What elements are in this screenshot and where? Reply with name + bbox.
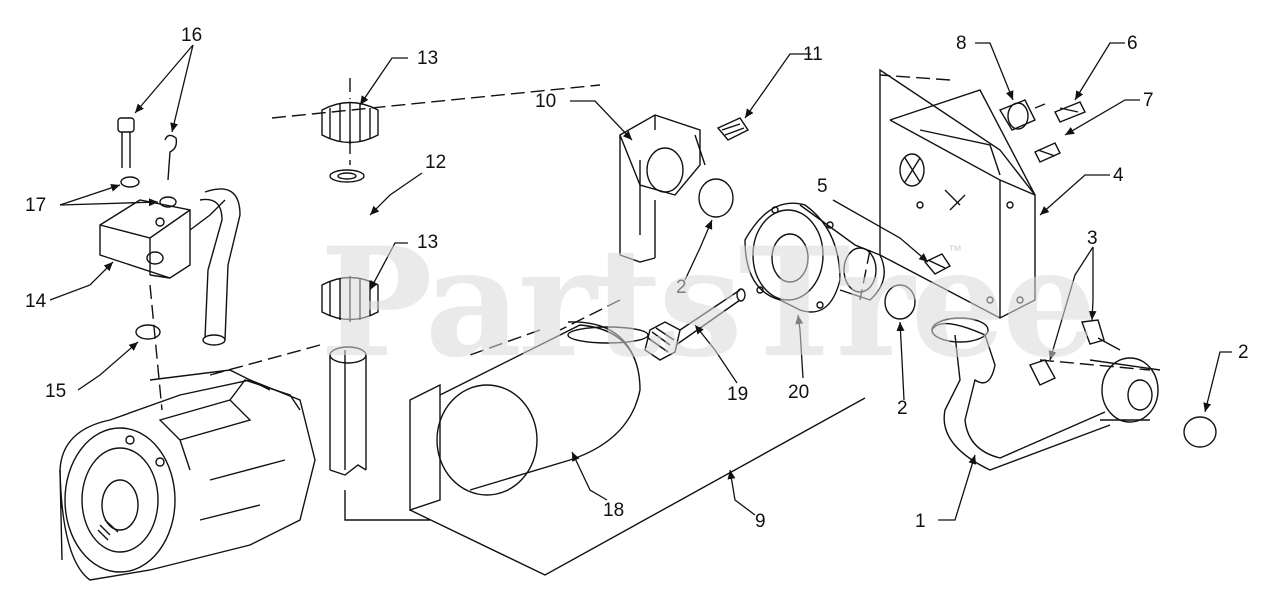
filter-head bbox=[744, 202, 885, 313]
callout-16: 16 bbox=[181, 25, 202, 46]
hose-clamp-lower bbox=[321, 276, 379, 322]
fitting-5 bbox=[923, 253, 952, 275]
fitting-11 bbox=[716, 117, 750, 141]
fitting-3 bbox=[1029, 319, 1121, 386]
tube bbox=[329, 346, 430, 521]
callout-7: 7 bbox=[1143, 90, 1154, 111]
callout-arrows bbox=[49, 42, 1232, 521]
callout-5: 5 bbox=[817, 176, 828, 197]
o-ring-right bbox=[1183, 416, 1217, 448]
callout-2-middle: 2 bbox=[897, 398, 908, 419]
hose bbox=[199, 188, 241, 346]
callout-20: 20 bbox=[788, 382, 809, 403]
callout-8: 8 bbox=[956, 33, 967, 54]
elbow-hose bbox=[931, 317, 1161, 471]
o-ring-upper bbox=[698, 178, 734, 218]
filter-element bbox=[436, 321, 649, 496]
callout-14: 14 bbox=[25, 291, 47, 312]
o-ring-middle bbox=[884, 284, 916, 320]
callout-17: 17 bbox=[25, 195, 46, 216]
hose-clamp bbox=[321, 101, 379, 183]
callout-labels: 16 17 14 15 13 12 13 10 11 2 19 20 18 9 … bbox=[25, 25, 1249, 532]
filter-bracket bbox=[409, 383, 866, 576]
callout-1: 1 bbox=[915, 511, 926, 532]
callout-2-right: 2 bbox=[1238, 342, 1249, 363]
callout-4: 4 bbox=[1113, 165, 1124, 186]
pressure-switch bbox=[998, 99, 1046, 131]
callout-10: 10 bbox=[535, 91, 556, 112]
callout-9: 9 bbox=[755, 511, 766, 532]
fitting-block bbox=[99, 199, 226, 279]
callout-18: 18 bbox=[603, 500, 624, 521]
o-ring bbox=[135, 324, 161, 340]
callout-19: 19 bbox=[727, 384, 748, 405]
sensor-7 bbox=[1034, 142, 1061, 163]
callout-3: 3 bbox=[1087, 228, 1098, 249]
callout-13-top: 13 bbox=[417, 48, 438, 69]
nipple bbox=[644, 288, 746, 361]
callout-11: 11 bbox=[803, 44, 823, 65]
callout-2-upper: 2 bbox=[676, 277, 687, 298]
callout-13-lower: 13 bbox=[417, 232, 438, 253]
callout-6: 6 bbox=[1127, 33, 1138, 54]
bolt bbox=[117, 117, 178, 208]
mounting-bracket bbox=[619, 114, 706, 263]
sensor-6 bbox=[1054, 101, 1086, 123]
hydraulic-pump bbox=[59, 369, 316, 581]
callout-12: 12 bbox=[425, 152, 446, 173]
trademark-mark: ™ bbox=[948, 242, 962, 258]
valve-body bbox=[879, 68, 1036, 319]
callout-15: 15 bbox=[45, 381, 66, 402]
